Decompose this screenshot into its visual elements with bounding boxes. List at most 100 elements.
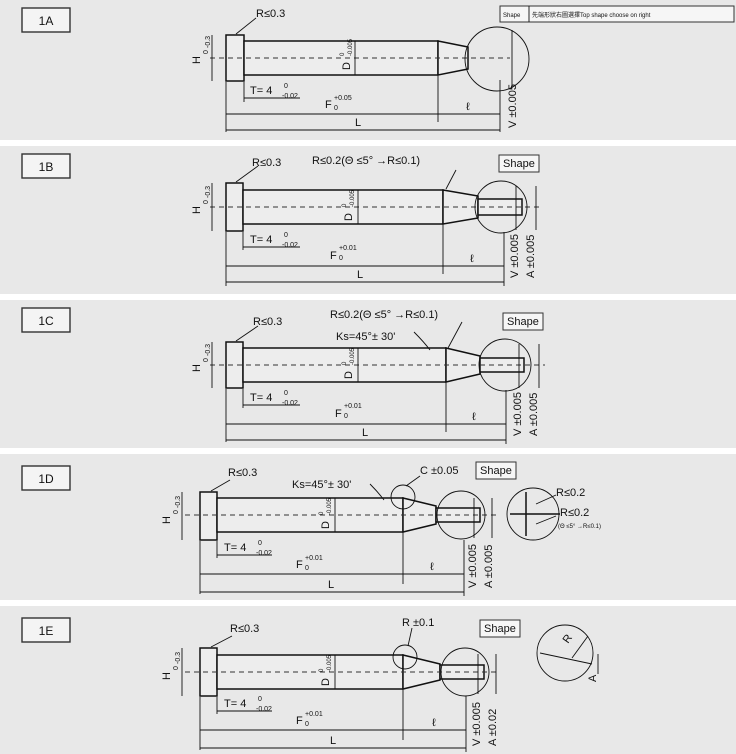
badge-1a-frame — [21, 7, 71, 33]
badge-1e-frame — [21, 617, 71, 643]
svg-text:-0.3: -0.3 — [175, 496, 182, 508]
f-label-1e: F — [296, 715, 303, 727]
big-l-label-1d: L — [328, 579, 334, 591]
svg-text:0: 0 — [319, 668, 325, 672]
badge-1d-frame — [21, 465, 71, 491]
d-label-1c: D — [343, 371, 355, 379]
svg-text:-0.02: -0.02 — [282, 242, 298, 249]
r-head-label-1e: R≤0.3 — [230, 623, 259, 635]
c-label-1d: C ±0.05 — [420, 465, 458, 477]
svg-text:+0.01: +0.01 — [305, 555, 323, 562]
d-label-1d: D — [320, 521, 332, 529]
panel-id-1b: 1B — [39, 160, 54, 174]
t-label-1a: T= 4 — [250, 85, 272, 97]
r-taper-label-1b: R≤0.2(Θ ≤5° →R≤0.1) — [312, 155, 420, 167]
h-label-1c: H — [191, 364, 203, 372]
v-label-1b: V ±0.005 — [509, 234, 521, 278]
svg-text:0: 0 — [334, 105, 338, 112]
big-l-label-1a: L — [355, 117, 361, 129]
l-label-1d: ℓ — [430, 561, 434, 573]
svg-text:0: 0 — [305, 565, 309, 572]
svg-text:0: 0 — [305, 721, 309, 728]
svg-text:0: 0 — [173, 510, 180, 514]
svg-text:0: 0 — [340, 52, 346, 56]
a-label-1b: A ±0.005 — [525, 235, 537, 278]
l-label-1c: ℓ — [472, 411, 476, 423]
svg-text:+0.01: +0.01 — [344, 403, 362, 410]
shape-label-1b: Shape — [503, 158, 535, 170]
svg-text:0: 0 — [344, 413, 348, 420]
f-label-1a: F — [325, 99, 332, 111]
t-label-1d: T= 4 — [224, 542, 246, 554]
shape-box-1e — [479, 619, 521, 638]
svg-text:0: 0 — [342, 361, 348, 365]
ks-leader-1c — [413, 331, 431, 351]
drawing-1c: 1C Shape R≤0.3 R≤0.2(Θ ≤5° →R≤0.1) Ks=45… — [21, 307, 545, 444]
rd-note-1d: (Θ ≤5° →R≤0.1) — [558, 524, 601, 530]
rd1-label-1d: R≤0.2 — [556, 487, 585, 499]
d-label-1b: D — [343, 213, 355, 221]
svg-text:-0.3: -0.3 — [205, 186, 212, 198]
shape-label-1c: Shape — [507, 316, 539, 328]
r-taper-label-1c: R≤0.2(Θ ≤5° →R≤0.1) — [330, 309, 438, 321]
v-label-1c: V ±0.005 — [512, 392, 524, 436]
panel-id-1d: 1D — [38, 472, 54, 486]
drawing-1b: 1B Shape R≤0.3 R≤0.2(Θ ≤5° →R≤0.1) H 0 -… — [21, 153, 540, 286]
d-label-1e: D — [320, 678, 332, 686]
v-label-1d: V ±0.005 — [467, 544, 479, 588]
shape-note-1a: 先端形狀右圖選擇Top shape choose on right — [532, 11, 651, 19]
ks-label-1c: Ks=45°± 30' — [336, 331, 395, 343]
h-label-1b: H — [191, 206, 203, 214]
svg-text:0: 0 — [319, 511, 325, 515]
svg-text:-0.005: -0.005 — [350, 347, 356, 365]
svg-text:0: 0 — [203, 50, 210, 54]
tip-detail-circle-1e — [440, 647, 490, 697]
rd-label-1e: R — [561, 632, 575, 645]
a-label-1c: A ±0.005 — [528, 393, 540, 436]
svg-text:-0.3: -0.3 — [205, 344, 212, 356]
svg-text:0: 0 — [284, 83, 288, 90]
l-label-1a: ℓ — [466, 101, 470, 113]
shape-label-1e: Shape — [484, 623, 516, 635]
tip-detail-circle-1c — [478, 338, 532, 392]
punch-head-1d — [199, 491, 218, 541]
svg-text:-0.02: -0.02 — [282, 400, 298, 407]
d-label-1a: D — [341, 62, 353, 70]
h-label-1d: H — [161, 516, 173, 524]
svg-text:-0.005: -0.005 — [348, 38, 354, 56]
h-label-1a: H — [191, 56, 203, 64]
badge-1b-frame — [21, 153, 71, 179]
svg-text:-0.005: -0.005 — [327, 497, 333, 515]
svg-text:0: 0 — [203, 200, 210, 204]
f-label-1d: F — [296, 559, 303, 571]
svg-text:0: 0 — [203, 358, 210, 362]
big-l-label-1e: L — [330, 735, 336, 747]
shape-note-box-1a — [499, 5, 735, 23]
radius-detail-circle-1e — [536, 624, 594, 682]
svg-text:+0.01: +0.01 — [339, 245, 357, 252]
r-head-label-1c: R≤0.3 — [253, 316, 282, 328]
ks-label-1d: Ks=45°± 30' — [292, 479, 351, 491]
panel-id-1a: 1A — [39, 14, 54, 28]
svg-text:-0.02: -0.02 — [256, 706, 272, 713]
svg-text:+0.01: +0.01 — [305, 711, 323, 718]
shape-box-1d — [475, 461, 517, 480]
a-label-1d: A ±0.005 — [483, 545, 495, 588]
panel-id-1e: 1E — [39, 624, 54, 638]
f-label-1c: F — [335, 408, 342, 420]
shape-box-1c — [502, 312, 544, 331]
drawing-1d: 1D Shape R≤0.2 R≤0.2 (Θ ≤5° →R≤0.1) R≤0.… — [21, 461, 601, 596]
panel-1a: 1A Shape 先端形狀右圖選擇Top shape choose on rig… — [0, 0, 736, 140]
tip-detail-circle-1a — [464, 26, 530, 92]
shape-label-1a: Shape — [503, 13, 521, 19]
badge-1c-frame — [21, 307, 71, 333]
punch-taper-1b — [442, 189, 479, 225]
rd2-label-1d: R≤0.2 — [560, 507, 589, 519]
svg-text:0: 0 — [258, 696, 262, 703]
h-label-1e: H — [161, 672, 173, 680]
panel-1c: 1C Shape R≤0.3 R≤0.2(Θ ≤5° →R≤0.1) Ks=45… — [0, 300, 736, 448]
tip-detail-circle-1b — [474, 180, 528, 234]
svg-text:-0.005: -0.005 — [327, 654, 333, 672]
panel-1d: 1D Shape R≤0.2 R≤0.2 (Θ ≤5° →R≤0.1) R≤0.… — [0, 454, 736, 600]
